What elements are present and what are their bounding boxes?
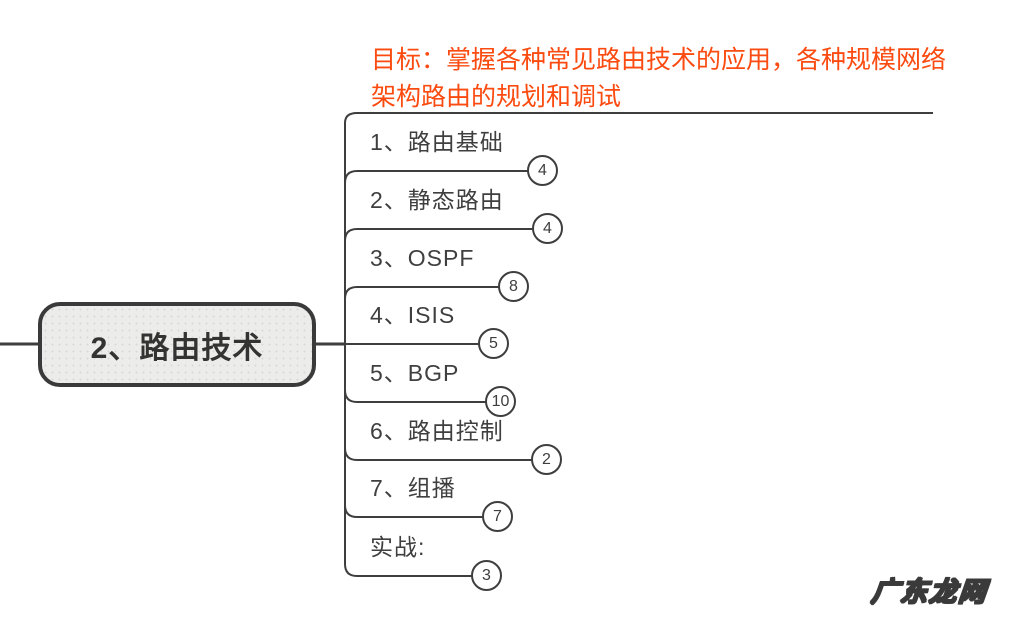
branch-topic-5[interactable]: 5、BGP [370, 360, 460, 386]
branch-line-8 [344, 563, 473, 577]
branch-line-6 [344, 447, 533, 461]
branch-count-badge-4[interactable]: 5 [478, 328, 509, 359]
branch-topic-2[interactable]: 2、静态路由 [370, 187, 504, 213]
root-topic-label: 2、路由技术 [90, 331, 264, 365]
branch-line-3 [344, 286, 500, 300]
goal-note[interactable]: 目标：掌握各种常见路由技术的应用，各种规模网络 架构路由的规划和调试 [371, 42, 946, 116]
watermark-logo: 广东龙网 [869, 576, 990, 608]
branch-count-badge-1[interactable]: 4 [527, 155, 558, 186]
branch-count-badge-8[interactable]: 3 [471, 560, 502, 591]
root-topic-node[interactable]: 2、路由技术 [38, 302, 316, 387]
branch-topic-7[interactable]: 7、组播 [370, 475, 456, 501]
branch-count-badge-2[interactable]: 4 [532, 213, 563, 244]
branch-line-1 [344, 170, 529, 184]
branch-count-badge-5[interactable]: 10 [485, 386, 516, 417]
goal-note-line1: 目标：掌握各种常见路由技术的应用，各种规模网络 [371, 46, 947, 74]
branch-line-7 [344, 504, 484, 518]
goal-note-line2: 架构路由的规划和调试 [371, 83, 622, 111]
branch-count-badge-6[interactable]: 2 [531, 444, 562, 475]
branch-topic-3[interactable]: 3、OSPF [370, 245, 475, 271]
branch-topic-4[interactable]: 4、ISIS [370, 302, 456, 328]
branch-count-badge-7[interactable]: 7 [482, 501, 513, 532]
branch-topic-6[interactable]: 6、路由控制 [370, 418, 504, 444]
branch-line-2 [344, 228, 534, 242]
branch-line-5 [344, 389, 487, 403]
branch-count-badge-3[interactable]: 8 [498, 271, 529, 302]
branch-topic-1[interactable]: 1、路由基础 [370, 129, 504, 155]
trunk-and-note-underline [344, 112, 933, 564]
branch-topic-8[interactable]: 实战: [370, 534, 426, 560]
